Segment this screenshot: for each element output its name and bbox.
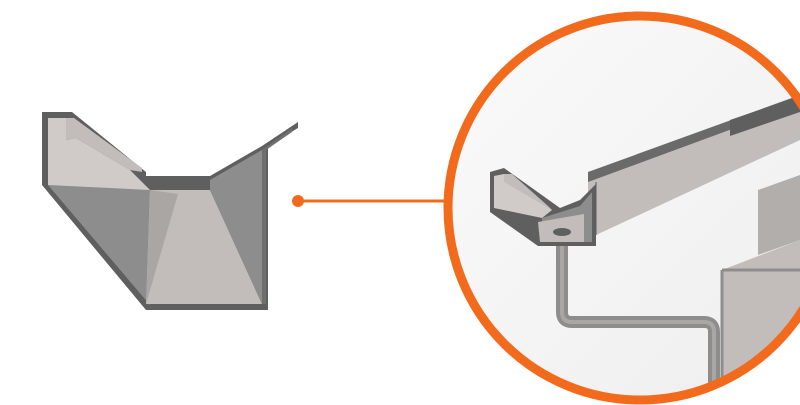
callout-connector: [292, 195, 448, 207]
callout-dot-icon: [292, 195, 304, 207]
gutter-cross-section-icon: [42, 112, 298, 310]
downspout-outlet-icon: [553, 228, 571, 236]
magnified-detail-icon: [443, 11, 800, 405]
